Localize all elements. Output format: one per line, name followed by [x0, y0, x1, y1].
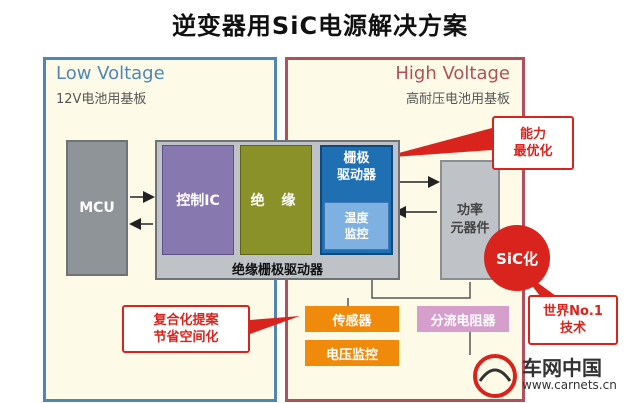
watermark-url: www.carnets.cn — [522, 378, 617, 392]
temp-label-line1: 温度 — [344, 211, 369, 225]
watermark-logo-icon — [473, 354, 517, 398]
low-voltage-subtitle: 12V电池用基板 — [56, 92, 147, 107]
performance-line1: 能力 — [519, 127, 546, 142]
watermark-name: 车网中国 — [522, 356, 602, 380]
gate-driver-label: 栅极 驱动器 — [324, 150, 389, 184]
insulation-block: 绝 缘 — [240, 145, 312, 255]
isolated-gate-driver-label: 绝缘栅极驱动器 — [231, 263, 323, 278]
performance-callout-pointer — [380, 128, 492, 158]
temperature-monitor-block: 温度 监控 — [324, 202, 389, 250]
voltage-monitor-block: 电压监控 — [305, 340, 399, 366]
world-line1: 世界No.1 — [543, 304, 603, 319]
space-line2: 节省空间化 — [153, 330, 219, 345]
high-voltage-title: High Voltage — [395, 63, 510, 84]
diagram-title: 逆变器用SiC电源解决方案 — [171, 12, 469, 40]
performance-line2: 最优化 — [513, 144, 553, 159]
sic-badge: SiC化 — [484, 225, 550, 291]
space-callout: 复合化提案 节省空间化 — [122, 305, 250, 353]
gate-driver-label-line1: 栅极 — [343, 151, 370, 166]
world-line2: 技术 — [559, 321, 586, 336]
sensor-block: 传感器 — [305, 306, 399, 332]
performance-callout: 能力 最优化 — [492, 116, 574, 170]
shunt-resistor-block: 分流电阻器 — [417, 306, 509, 332]
space-callout-pointer — [250, 316, 300, 334]
temp-label-line2: 监控 — [344, 227, 369, 241]
world-first-callout: 世界No.1 技术 — [528, 295, 618, 345]
power-label-line1: 功率 — [456, 203, 483, 218]
gate-driver-label-line2: 驱动器 — [336, 168, 376, 183]
low-voltage-title: Low Voltage — [56, 63, 165, 84]
high-voltage-subtitle: 高耐压电池用基板 — [405, 92, 510, 107]
space-line1: 复合化提案 — [153, 313, 219, 328]
power-label-line2: 元器件 — [450, 221, 490, 236]
power-device-block: 功率 元器件 — [440, 160, 500, 280]
mcu-block: MCU — [66, 140, 128, 276]
control-ic-block: 控制IC — [162, 145, 234, 255]
